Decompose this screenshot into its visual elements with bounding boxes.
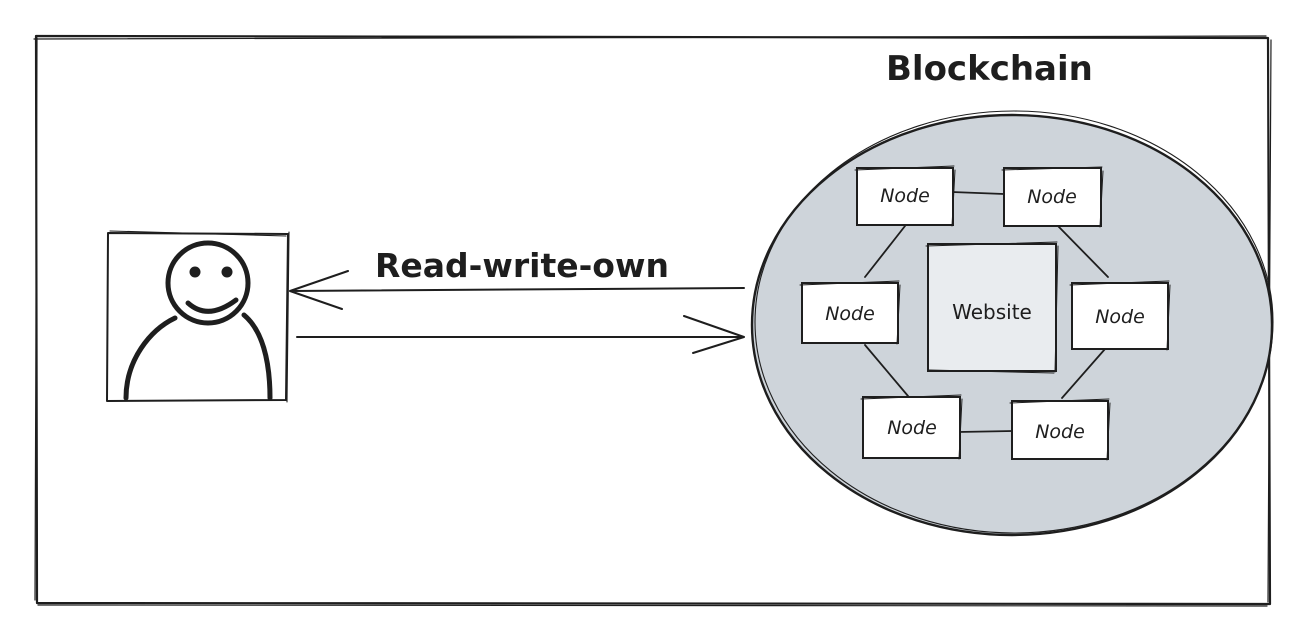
- node-label: Node: [1095, 306, 1145, 328]
- smile: [185, 297, 239, 314]
- node-connectors: [864, 191, 1109, 433]
- website-box: Website: [925, 241, 1059, 374]
- read-write-arrows: [289, 270, 745, 354]
- node-box: Node: [1009, 398, 1111, 461]
- left-eye: [189, 266, 201, 278]
- node-label: Node: [1027, 186, 1077, 208]
- right-eye: [221, 266, 233, 278]
- node-label: Node: [1035, 421, 1085, 443]
- node-box: Node: [1069, 280, 1171, 351]
- blockchain-title: Blockchain: [886, 49, 1093, 89]
- user-card: [106, 230, 290, 403]
- node-box: Node: [860, 394, 963, 460]
- arrow-to-blockchain: [296, 315, 745, 354]
- body: [123, 312, 273, 401]
- smiley-person-icon: [123, 240, 273, 401]
- node-box: Node: [854, 165, 956, 227]
- node-label: Node: [887, 417, 937, 439]
- node-box: Node: [1001, 166, 1104, 228]
- arrow-label: Read-write-own: [375, 246, 669, 285]
- node-label: Node: [880, 185, 930, 207]
- arrow-to-user: [289, 270, 745, 310]
- node-label: Node: [825, 303, 875, 325]
- node-box: Node: [799, 280, 901, 345]
- website-label: Website: [952, 300, 1032, 324]
